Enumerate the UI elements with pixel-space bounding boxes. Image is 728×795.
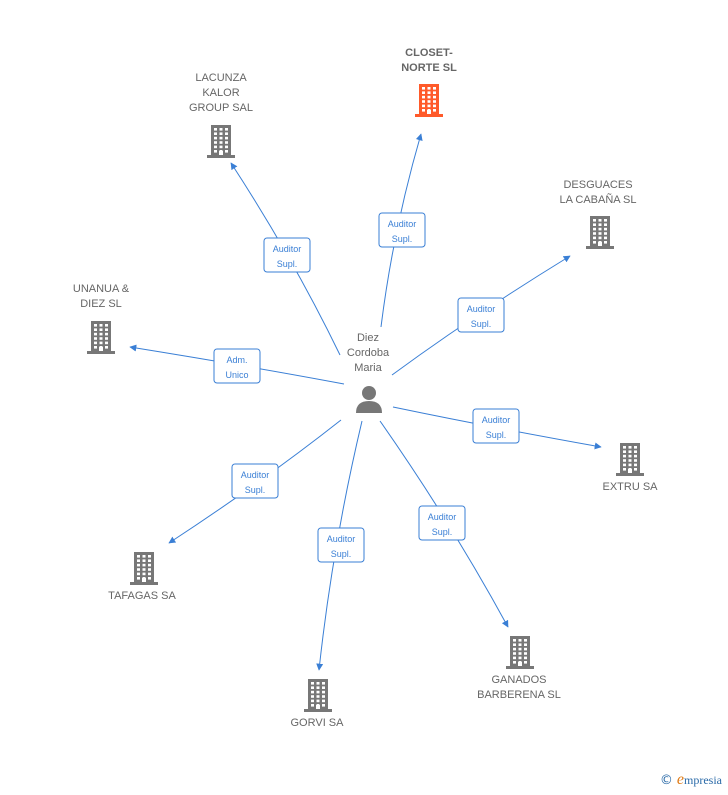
copyright-icon: ©	[659, 773, 673, 788]
relation-text-lacunza-kalor-1: Supl.	[277, 259, 298, 269]
company-label-extru-0: EXTRU SA	[602, 481, 658, 493]
relation-text-gorvi-1: Supl.	[331, 549, 352, 559]
company-node-tafagas[interactable]: TAFAGAS SA	[108, 552, 176, 602]
company-node-closet-norte[interactable]: CLOSET- NORTE SL	[401, 47, 457, 117]
relation-text-unanua-0: Adm.	[226, 355, 247, 365]
company-label-tafagas-0: TAFAGAS SA	[108, 590, 176, 602]
company-label-ganados-0: GANADOS	[491, 674, 546, 686]
relation-text-tafagas-0: Auditor	[241, 470, 270, 480]
company-label-closet-norte-1: NORTE SL	[401, 62, 457, 74]
company-label-desguaces-0: DESGUACES	[563, 179, 632, 191]
nodes-layer: CLOSET- NORTE SL LACUNZA KALOR GROUP SAL DESG…	[73, 47, 658, 729]
person-icon	[356, 386, 382, 413]
building-icon-desguaces	[586, 216, 614, 249]
building-icon-tafagas	[130, 552, 158, 585]
company-label-unanua-1: DIEZ SL	[80, 298, 122, 310]
empresia-watermark: ©empresia	[660, 771, 722, 789]
company-node-extru[interactable]: EXTRU SA	[602, 443, 658, 493]
relation-text-desguaces-0: Auditor	[467, 304, 496, 314]
building-icon-closet-norte	[415, 84, 443, 117]
edges-layer: AuditorSupl.AuditorSupl.AuditorSupl.Adm.…	[129, 133, 602, 671]
relation-text-ganados-0: Auditor	[428, 512, 457, 522]
relation-text-extru-1: Supl.	[486, 430, 507, 440]
person-name-line-1: Cordoba	[347, 347, 390, 359]
relation-text-ganados-1: Supl.	[432, 527, 453, 537]
company-label-closet-norte-0: CLOSET-	[405, 47, 453, 59]
relation-text-unanua-1: Unico	[225, 370, 248, 380]
company-label-lacunza-kalor-1: KALOR	[202, 87, 239, 99]
company-label-lacunza-kalor-0: LACUNZA	[195, 72, 247, 84]
relation-text-lacunza-kalor-0: Auditor	[273, 244, 302, 254]
relation-text-closet-norte-0: Auditor	[388, 219, 417, 229]
relation-text-closet-norte-1: Supl.	[392, 234, 413, 244]
building-icon-extru	[616, 443, 644, 476]
company-node-unanua[interactable]: UNANUA & DIEZ SL	[73, 283, 130, 354]
company-node-ganados[interactable]: GANADOS BARBERENA SL	[477, 636, 561, 701]
brand-rest: mpresia	[684, 773, 722, 787]
building-icon-gorvi	[304, 679, 332, 712]
company-node-desguaces[interactable]: DESGUACES LA CABAÑA SL	[559, 179, 637, 249]
company-label-desguaces-1: LA CABAÑA SL	[559, 193, 636, 206]
company-label-ganados-1: BARBERENA SL	[477, 689, 561, 701]
company-node-lacunza-kalor[interactable]: LACUNZA KALOR GROUP SAL	[189, 72, 253, 158]
brand-initial: e	[676, 771, 684, 788]
company-node-gorvi[interactable]: GORVI SA	[291, 679, 345, 729]
person-name-line-0: Diez	[357, 332, 379, 344]
relation-text-tafagas-1: Supl.	[245, 485, 266, 495]
company-label-lacunza-kalor-2: GROUP SAL	[189, 102, 253, 114]
building-icon-unanua	[87, 321, 115, 354]
relation-text-extru-0: Auditor	[482, 415, 511, 425]
relation-text-gorvi-0: Auditor	[327, 534, 356, 544]
building-icon-ganados	[506, 636, 534, 669]
relation-text-desguaces-1: Supl.	[471, 319, 492, 329]
company-label-gorvi-0: GORVI SA	[291, 717, 345, 729]
company-label-unanua-0: UNANUA &	[73, 283, 130, 295]
building-icon-lacunza-kalor	[207, 125, 235, 158]
relation-badge-unanua[interactable]: Adm. Unico	[213, 348, 261, 384]
person-name-line-2: Maria	[354, 362, 382, 374]
